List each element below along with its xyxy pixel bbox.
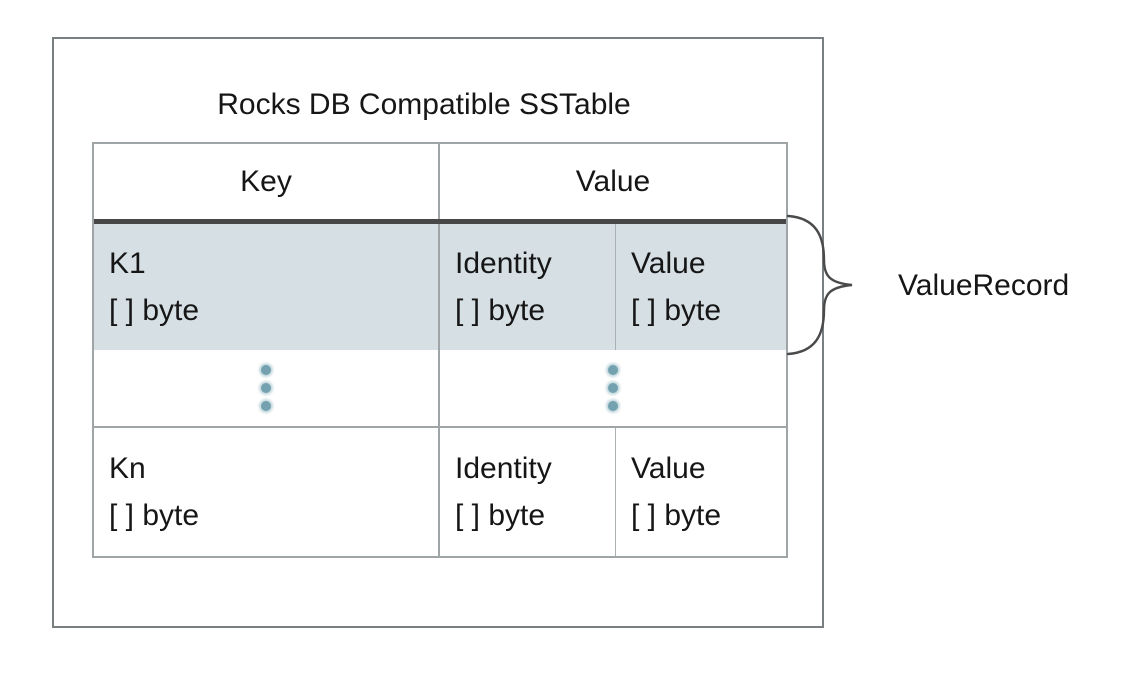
dot [608,383,618,393]
dot [261,383,271,393]
row-kn-key-type: [ ] byte [109,499,200,532]
row-k1-identity-name: Identity [455,247,552,280]
row-k1-key-type: [ ] byte [109,294,200,327]
row-kn-key-cell: Kn [ ] byte [94,428,440,556]
row-kn-identity-name: Identity [455,452,552,485]
key-column-header: Key [94,144,440,219]
row-k1-value-cell: Value [ ] byte [616,224,786,350]
key-ellipsis-icon [94,350,440,428]
sstable-table: Key Value K1 [ ] byte Identity [ ] byte … [92,142,788,558]
row-kn-value-name: Value [631,452,706,485]
row-k1-value-name: Value [631,247,706,280]
row-kn-identity-type: [ ] byte [455,499,546,532]
curly-brace-icon [786,214,853,356]
dot [608,365,618,375]
row-kn-identity-cell: Identity [ ] byte [440,428,616,556]
value-column-header: Value [575,164,651,198]
dot [608,401,618,411]
row-kn-value-type: [ ] byte [631,499,722,532]
row-kn-value-cell: Value [ ] byte [616,428,786,556]
header-divider-rule [94,219,786,224]
row-k1-identity-type: [ ] byte [455,294,546,327]
row-kn-key-name: Kn [109,452,146,485]
row-k1-key-cell: K1 [ ] byte [94,224,440,350]
dot [261,401,271,411]
value-record-label: ValueRecord [898,269,1070,302]
value-ellipsis-icon [440,350,786,428]
row-k1-identity-cell: Identity [ ] byte [440,224,616,350]
diagram-title: Rocks DB Compatible SSTable [217,88,631,121]
row-k1-value-type: [ ] byte [631,294,722,327]
row-k1-key-name: K1 [109,247,146,280]
dot [261,365,271,375]
